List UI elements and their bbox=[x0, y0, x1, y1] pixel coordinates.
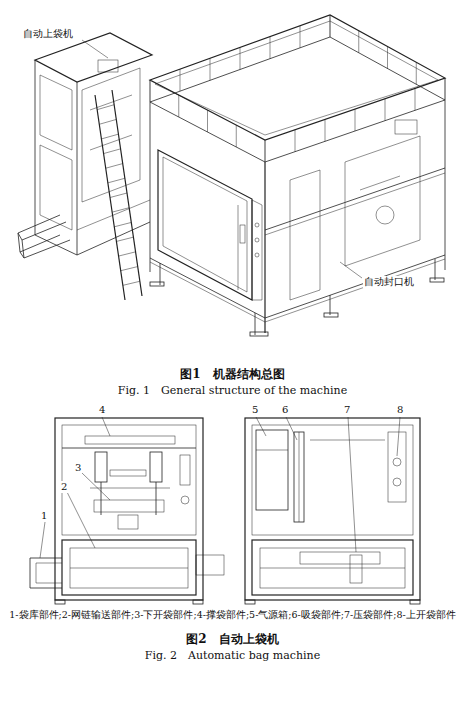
callout-number: 5 bbox=[251, 404, 259, 416]
callout-number: 2 bbox=[60, 481, 68, 493]
figure-caption: Fig. 2 Automatic bag machine bbox=[0, 650, 465, 663]
figure-caption: 图1 机器结构总图 bbox=[0, 368, 465, 382]
callout-number: 7 bbox=[343, 404, 351, 416]
front-view bbox=[30, 417, 224, 604]
part-label: 自动封口机 bbox=[363, 276, 415, 288]
side-view bbox=[245, 417, 420, 604]
callout-number: 1 bbox=[40, 510, 48, 522]
callout-number: 3 bbox=[74, 462, 82, 474]
part-label: 自动上袋机 bbox=[22, 28, 74, 40]
parts-key: 1-袋库部件;2-网链输送部件;3-下开袋部件;4-撑袋部件;5-气源箱;6-吸… bbox=[0, 610, 465, 621]
callout-number: 4 bbox=[98, 404, 106, 416]
callout-number: 6 bbox=[281, 404, 289, 416]
machine-overview bbox=[18, 15, 445, 336]
figure-caption: Fig. 1 General structure of the machine bbox=[0, 385, 465, 398]
callout-number: 8 bbox=[396, 404, 404, 416]
figure-caption: 图2 自动上袋机 bbox=[0, 633, 465, 647]
